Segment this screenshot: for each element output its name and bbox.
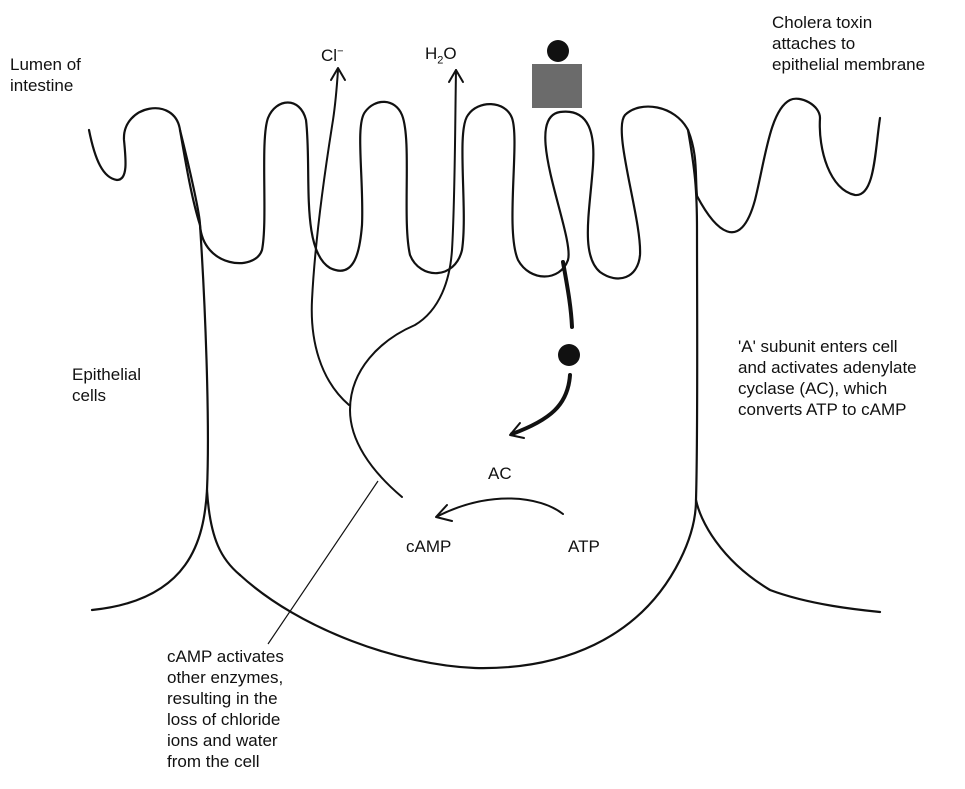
epithelial-cells-label: Epithelial cells [72, 364, 141, 406]
water-efflux-arrow [350, 70, 456, 497]
a-subunit-to-ac-arrow [512, 375, 570, 434]
camp-label: cAMP [406, 536, 451, 557]
toxin-a-subunit [547, 40, 569, 62]
camp-effect-label: cAMP activates other enzymes, resulting … [167, 646, 284, 772]
atp-to-camp-arrow [438, 498, 563, 516]
microvilli-membrane [89, 99, 880, 279]
toxin-label: Cholera toxin attaches to epithelial mem… [772, 12, 925, 75]
atp-label: ATP [568, 536, 600, 557]
a-subunit-label: 'A' subunit enters cell and activates ad… [738, 336, 917, 420]
water-label: H2O [425, 44, 457, 64]
left-cell-body-edge [207, 490, 240, 575]
chloride-ion-label: Cl− [321, 46, 344, 66]
camp-annotation-leader [268, 481, 378, 644]
ac-label: AC [488, 463, 512, 484]
chloride-efflux-arrow [312, 70, 349, 405]
toxin-b-subunit [532, 64, 582, 108]
lumen-label: Lumen of intestine [10, 54, 81, 96]
a-subunit-entry-line [563, 262, 572, 327]
a-subunit-inside [558, 344, 580, 366]
